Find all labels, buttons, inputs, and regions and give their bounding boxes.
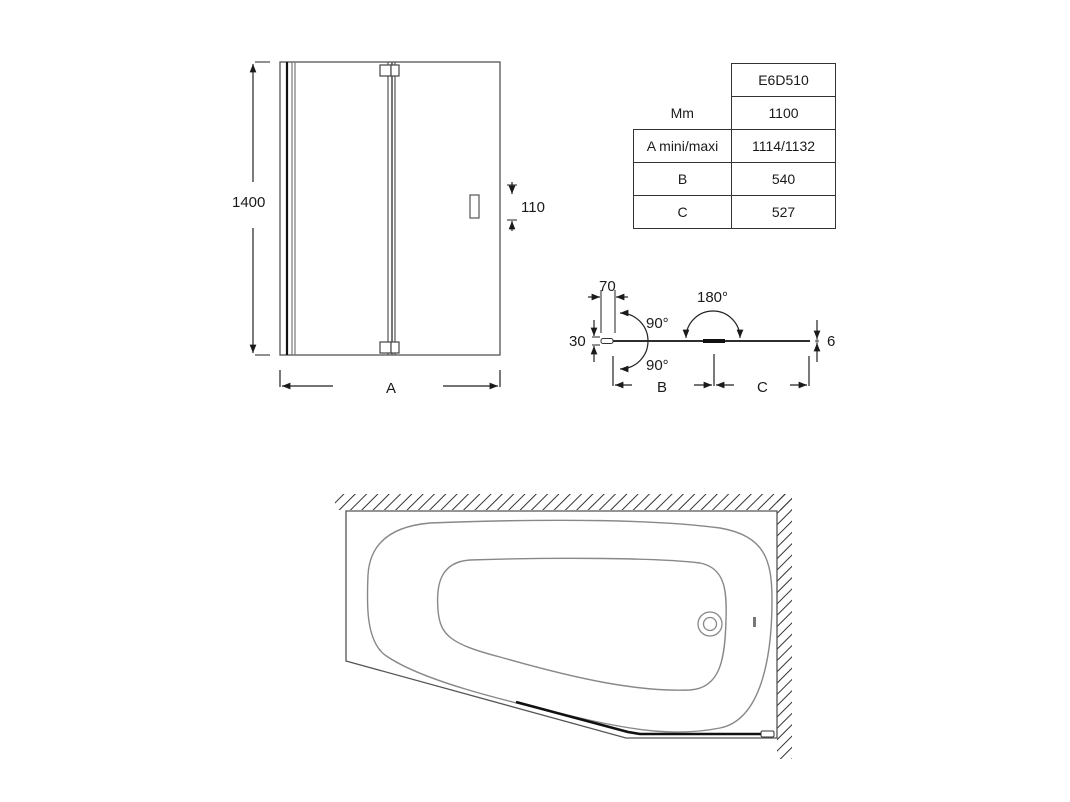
table-row: C 527 [633, 195, 836, 229]
row-value: 527 [731, 195, 836, 229]
swing-arc-down [619, 340, 649, 373]
drain-icon [697, 611, 723, 637]
top-hinge [379, 64, 400, 77]
hinge-plan [703, 339, 725, 343]
segment-b-label: B [657, 379, 667, 396]
handle [469, 194, 480, 219]
row-label: Mm [670, 104, 694, 121]
front-elevation-view: 1400 110 A [232, 61, 545, 397]
profile-width-label: 70 [599, 278, 616, 295]
bath-outline [345, 510, 778, 739]
width-label: A [386, 380, 396, 397]
bath-screen-glass [515, 700, 767, 736]
row-value: 540 [731, 162, 836, 196]
swing-arc-up [619, 309, 649, 342]
bottom-hinge [379, 341, 400, 354]
fold-arc [682, 310, 744, 339]
fold-angle-label: 180° [697, 289, 728, 306]
segment-c-label: C [757, 379, 768, 396]
fold-plan-view: 70 30 90° 90° 180° 6 B C [569, 278, 835, 396]
row-value: 1114/1132 [731, 129, 836, 163]
bath-screen-wall-profile [760, 730, 775, 738]
table-row: Mm 1100 [634, 96, 836, 130]
angle-bottom-label: 90° [646, 357, 669, 374]
spec-table: E6D510 Mm 1100 A mini/maxi 1114/1132 B 5… [633, 63, 836, 229]
height-label: 1400 [232, 194, 265, 211]
row-label: B [633, 162, 732, 196]
bath-rim [366, 519, 773, 733]
glass-thickness-label: 6 [827, 333, 835, 350]
row-value: 1100 [731, 96, 836, 130]
row-label: C [633, 195, 732, 229]
wall-profile-plan [600, 338, 614, 344]
table-row: A mini/maxi 1114/1132 [633, 129, 836, 163]
table-header-row: E6D510 [634, 63, 836, 97]
handle-offset-label: 110 [521, 199, 545, 216]
bath-basin [436, 557, 727, 691]
profile-depth-label: 30 [569, 333, 586, 350]
angle-top-label: 90° [646, 315, 669, 332]
table-row: B 540 [633, 162, 836, 196]
wall-hatch-right [777, 494, 792, 759]
overflow-icon [753, 617, 756, 627]
bath-plan-view [335, 494, 792, 760]
wall-hatch-top [335, 494, 792, 510]
screen-outline [279, 61, 501, 356]
model-header: E6D510 [731, 63, 836, 97]
row-label: A mini/maxi [633, 129, 732, 163]
